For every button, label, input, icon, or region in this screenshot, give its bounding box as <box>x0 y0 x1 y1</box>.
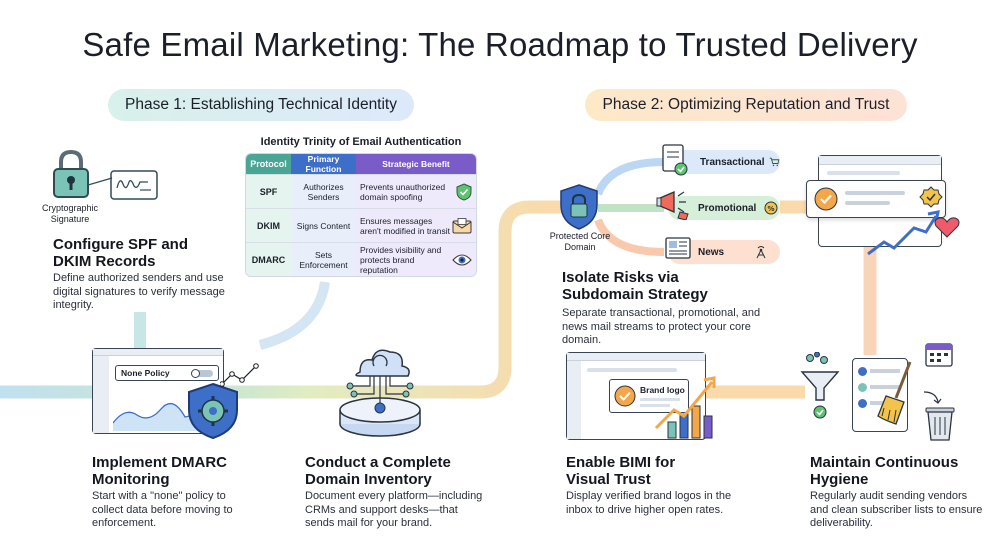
trend-line-icon <box>220 363 259 387</box>
radio-tower-icon <box>756 246 766 259</box>
core-domain-label: Protected Core Domain <box>549 231 611 252</box>
step-1-desc: Define authorized senders and use digita… <box>53 272 225 311</box>
table-row: DMARC Sets Enforcement Provides visibili… <box>246 242 476 276</box>
step-4-desc: Separate transactional, promotional, and… <box>562 307 761 346</box>
stream-label: News <box>698 246 725 258</box>
protected-domain-shield-icon <box>560 184 598 230</box>
trash-can-icon <box>923 391 955 441</box>
benefit-cell: Provides visibility and protects brand r… <box>356 243 476 276</box>
brand-logo-label: Brand logo <box>640 385 685 395</box>
lock-icon <box>53 149 89 198</box>
step-5-desc: Display verified brand logos in the inbo… <box>566 490 732 516</box>
step-3-desc: Document every platform—including CRMs a… <box>305 490 483 529</box>
filter-funnel-icon <box>800 352 840 419</box>
growth-arrow-icon <box>867 210 940 256</box>
step-2-desc: Start with a "none" policy to collect da… <box>92 490 233 529</box>
cart-icon <box>770 157 780 167</box>
step-6-title: Maintain Continuous Hygiene <box>810 454 959 488</box>
header-protocol: Protocol <box>246 154 291 174</box>
receipt-icon <box>662 144 688 176</box>
stream-label: Promotional <box>698 202 757 214</box>
header-benefit: Strategic Benefit <box>356 154 476 174</box>
bimi-inbox-mock: Brand logo <box>566 352 706 440</box>
trinity-table-title: Identity Trinity of Email Authentication <box>260 136 462 148</box>
function-cell: Signs Content <box>291 209 356 242</box>
check-badge-icon <box>814 187 838 211</box>
stream-lines <box>594 158 665 256</box>
policy-label: None Policy <box>121 368 170 378</box>
benefit-text: Ensures messages aren't modified in tran… <box>360 215 450 236</box>
step-4-title: Isolate Risks via Subdomain Strategy <box>562 269 708 303</box>
header-function: Primary Function <box>291 154 356 174</box>
phase-2-banner: Phase 2: Optimizing Reputation and Trust <box>585 89 907 121</box>
step-3-title: Conduct a Complete Domain Inventory <box>305 454 451 488</box>
benefit-cell: Ensures messages aren't modified in tran… <box>356 209 476 242</box>
dashboard-chart <box>113 402 203 431</box>
verified-seal-icon <box>919 186 943 208</box>
step-5-title: Enable BIMI for Visual Trust <box>566 454 676 488</box>
newspaper-icon <box>665 237 691 259</box>
function-cell: Sets Enforcement <box>291 243 356 276</box>
table-row: SPF Authorizes Senders Prevents unauthor… <box>246 174 476 208</box>
protocol-cell: DKIM <box>246 209 291 242</box>
brand-check-icon <box>614 385 636 407</box>
discount-tag-icon: % <box>764 201 778 215</box>
step-2-title: Implement DMARC Monitoring <box>92 454 228 488</box>
phase-1-banner: Phase 1: Establishing Technical Identity <box>108 89 414 121</box>
shield-check-icon <box>456 182 472 201</box>
calendar-icon <box>925 343 953 367</box>
envelope-icon <box>452 217 472 233</box>
cloud-inventory-icon <box>339 349 421 437</box>
step-1-title: Configure SPF and DKIM Records <box>53 236 188 270</box>
connector-line <box>88 177 113 186</box>
benefit-cell: Prevents unauthorized domain spoofing <box>356 175 476 208</box>
toggle-switch <box>191 368 213 378</box>
policy-toggle: None Policy <box>115 365 219 381</box>
signature-card-icon <box>110 170 158 200</box>
bar-growth-chart-icon <box>654 376 716 439</box>
megaphone-icon <box>656 191 689 220</box>
protocol-cell: SPF <box>246 175 291 208</box>
page-title: Safe Email Marketing: The Roadmap to Tru… <box>82 26 918 63</box>
stream-label: Transactional <box>700 156 765 168</box>
trinity-table: Protocol Primary Function Strategic Bene… <box>245 153 477 277</box>
eye-icon <box>452 253 472 266</box>
table-row: DKIM Signs Content Ensures messages aren… <box>246 208 476 242</box>
function-cell: Authorizes Senders <box>291 175 356 208</box>
protocol-cell: DMARC <box>246 243 291 276</box>
brand-logo-card: Brand logo <box>609 379 689 413</box>
signature-label: Cryptographic Signature <box>41 203 99 224</box>
verified-email-card <box>806 180 946 218</box>
broom-icon <box>877 361 912 425</box>
heart-icon <box>934 217 960 238</box>
gear-shield-icon <box>188 382 238 440</box>
step-6-desc: Regularly audit sending vendors and clea… <box>810 490 983 529</box>
svg-text:%: % <box>768 205 775 213</box>
benefit-text: Prevents unauthorized domain spoofing <box>360 181 446 202</box>
benefit-text: Provides visibility and protects brand r… <box>360 244 442 275</box>
